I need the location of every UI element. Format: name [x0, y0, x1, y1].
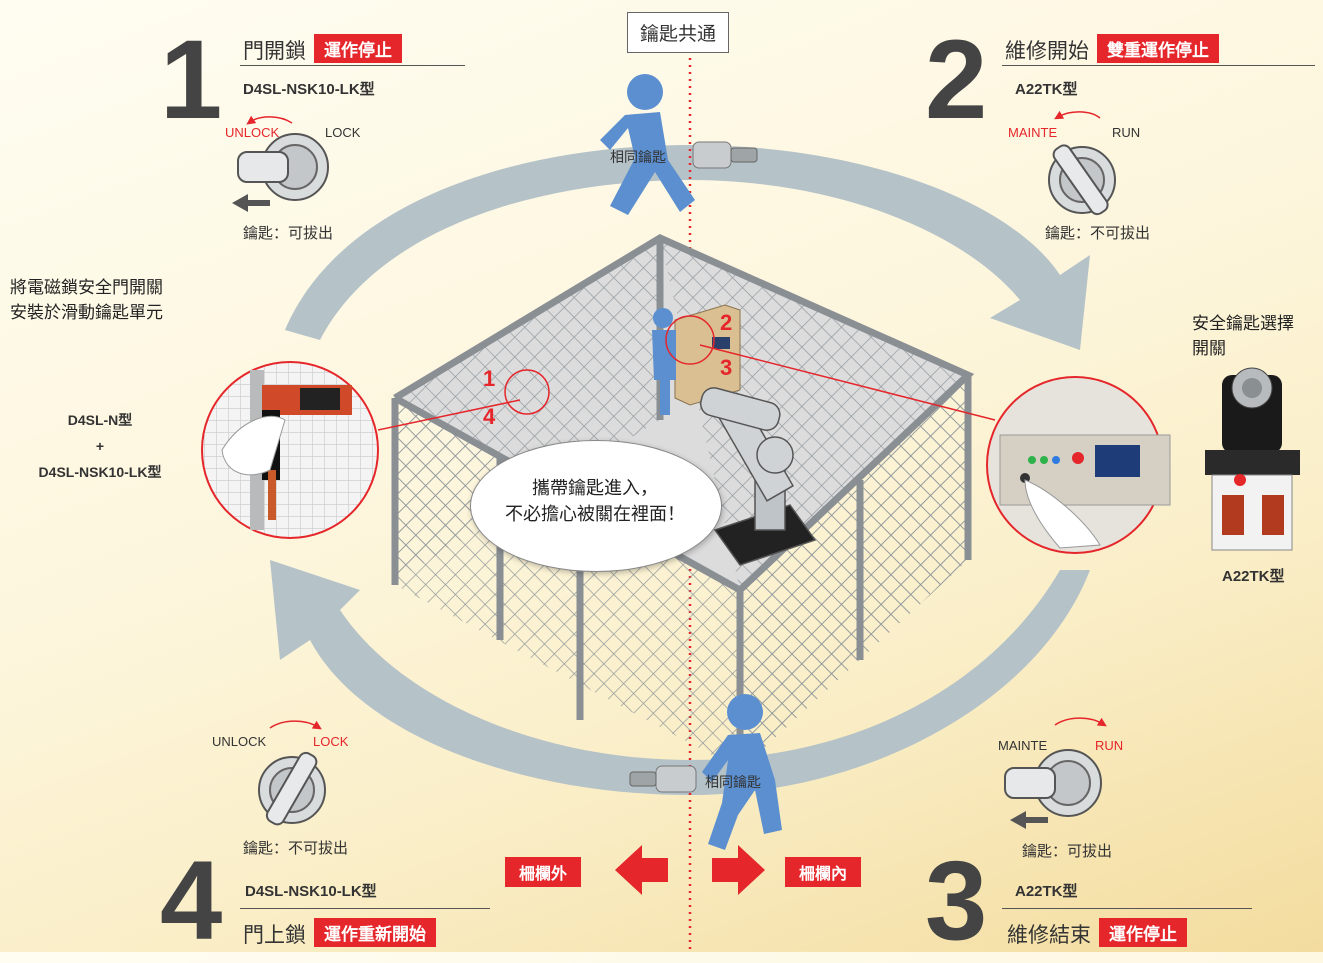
- step-4-key-note: 鑰匙：不可拔出: [243, 839, 349, 857]
- step-1-key-note: 鑰匙：可拔出: [243, 224, 334, 242]
- bubble-line-2: 不必擔心被關在裡面！: [505, 504, 685, 525]
- step-4-unlock-label: UNLOCK: [212, 734, 267, 749]
- left-model-block: D4SL-N型 + D4SL-NSK10-LK型: [10, 407, 190, 485]
- key-top-icon: [692, 141, 758, 169]
- arrow-outside-icon: [615, 845, 668, 895]
- step-2-rule: [1002, 65, 1315, 66]
- step-2-title: 維修開始雙重運作停止: [1005, 34, 1219, 65]
- callout-1: 1: [483, 366, 496, 391]
- step-3-rule: [1002, 908, 1252, 909]
- arrow-inside-icon: [712, 845, 765, 895]
- same-key-top-label: 相同鑰匙: [610, 150, 666, 166]
- step-4-title: 門上鎖運作重新開始: [243, 918, 436, 949]
- step-2-key-note: 鑰匙：不可拔出: [1045, 224, 1151, 242]
- key-switch-step2-icon: [1048, 110, 1116, 216]
- step-3-badge: 運作停止: [1099, 918, 1187, 947]
- step-1-rule: [240, 65, 465, 66]
- control-panel: [674, 304, 741, 406]
- a22tk-switch-image: [1205, 367, 1300, 551]
- step-2-mainte-label: MAINTE: [1008, 125, 1058, 140]
- step-3-number: 3: [925, 838, 988, 963]
- worker-walking-top: [600, 74, 695, 215]
- step-4-badge: 運作重新開始: [314, 918, 436, 947]
- step-1-number: 1: [160, 17, 223, 142]
- step-3-mainte-label: MAINTE: [998, 738, 1048, 753]
- cycle-arrow-top: [285, 145, 1090, 350]
- left-install-note: 將電磁鎖安全門開關 安裝於滑動鑰匙單元: [10, 276, 163, 326]
- step-2-model: A22TK型: [1015, 81, 1078, 98]
- left-note-line-1: 將電磁鎖安全門開關: [10, 278, 163, 298]
- worker-walking-bottom: [702, 694, 782, 850]
- step-3-model: A22TK型: [1015, 883, 1078, 900]
- key-switch-step1-icon: [232, 115, 329, 212]
- step-2-number: 2: [925, 17, 988, 142]
- fence-inside-tag: 柵欄內: [785, 857, 862, 887]
- door-lock-detail: [201, 361, 379, 539]
- step-4-title-text: 門上鎖: [243, 923, 306, 947]
- left-model-plus: +: [95, 438, 105, 454]
- key-bottom-icon: [629, 765, 697, 793]
- step-4-model: D4SL-NSK10-LK型: [245, 883, 377, 900]
- left-note-line-2: 安裝於滑動鑰匙單元: [10, 303, 163, 323]
- callout-2: 2: [720, 310, 733, 335]
- step-2-badge: 雙重運作停止: [1097, 34, 1219, 63]
- callout-4: 4: [483, 404, 496, 429]
- speech-bubble-text: 攜帶鑰匙進入， 不必擔心被關在裡面！: [470, 476, 720, 528]
- step-1-badge: 運作停止: [314, 34, 402, 63]
- step-3-title-text: 維修結束: [1007, 923, 1091, 947]
- key-switch-step3-icon: [1004, 717, 1107, 829]
- right-model-label: A22TK型: [1222, 568, 1285, 585]
- step-1-title-text: 門開鎖: [243, 39, 306, 63]
- step-3-key-note: 鑰匙：可拔出: [1022, 842, 1113, 860]
- right-switch-note: 安全鑰匙選擇 開關: [1192, 312, 1294, 362]
- left-model-a: D4SL-N型: [67, 412, 133, 428]
- speech-bubble: [470, 440, 722, 572]
- right-note-line-1: 安全鑰匙選擇: [1192, 314, 1294, 334]
- key-common-label: 鑰匙共通: [627, 12, 730, 53]
- step-1-lock-label: LOCK: [325, 125, 361, 140]
- step-2-run-label: RUN: [1112, 125, 1141, 140]
- bubble-line-1: 攜帶鑰匙進入，: [532, 478, 658, 499]
- step-4-lock-label: LOCK: [313, 734, 349, 749]
- step-4-rule: [240, 908, 490, 909]
- right-note-line-2: 開關: [1192, 339, 1226, 359]
- callout-3: 3: [720, 355, 733, 380]
- step-3-title: 維修結束運作停止: [1007, 918, 1187, 949]
- key-switch-step4-icon: [258, 720, 326, 826]
- step-1-model: D4SL-NSK10-LK型: [243, 81, 375, 98]
- cycle-arrow-bottom: [270, 560, 1090, 795]
- step-3-run-label: RUN: [1095, 738, 1124, 753]
- left-model-b: D4SL-NSK10-LK型: [38, 464, 162, 480]
- step-1-title: 門開鎖運作停止: [243, 34, 402, 65]
- step-2-title-text: 維修開始: [1005, 39, 1089, 63]
- worker-inside: [652, 308, 676, 415]
- step-1-unlock-label: UNLOCK: [225, 125, 280, 140]
- fence-outside-tag: 柵欄外: [505, 857, 582, 887]
- panel-detail: [986, 376, 1171, 554]
- step-4-number: 4: [160, 838, 223, 963]
- same-key-bottom-label: 相同鑰匙: [705, 775, 761, 791]
- robot-arm: [699, 387, 817, 566]
